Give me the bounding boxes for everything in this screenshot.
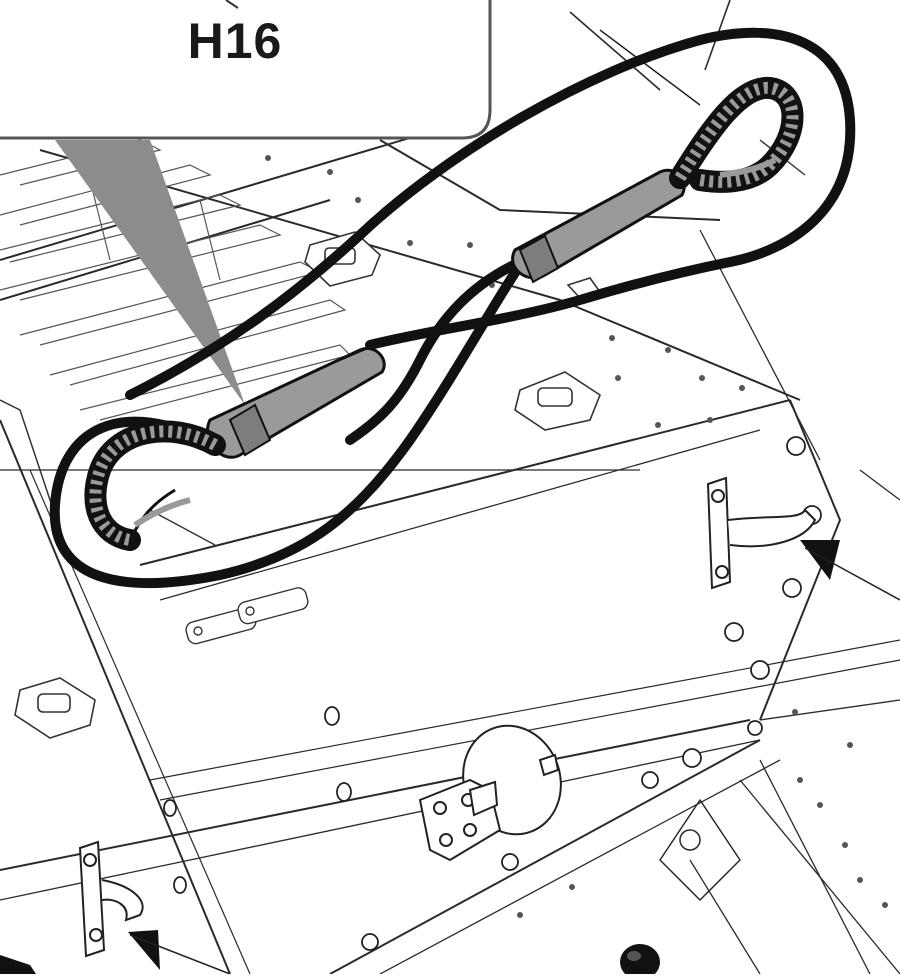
thimble-eye-left (84, 420, 226, 551)
callout-pointer (55, 140, 245, 405)
hand-grips (78, 476, 817, 958)
label-plates (185, 587, 309, 645)
knob (620, 944, 660, 979)
ferrule-sleeve-right (511, 168, 686, 284)
hinge-strip (0, 399, 61, 531)
callout-label: H16 (187, 13, 283, 69)
wire-rope-sling (49, 27, 856, 589)
callout (0, 0, 492, 405)
callout-box (0, 0, 492, 140)
rivet-dots (265, 155, 888, 918)
access-cover (418, 724, 562, 862)
thimble-eye-right (669, 76, 804, 193)
